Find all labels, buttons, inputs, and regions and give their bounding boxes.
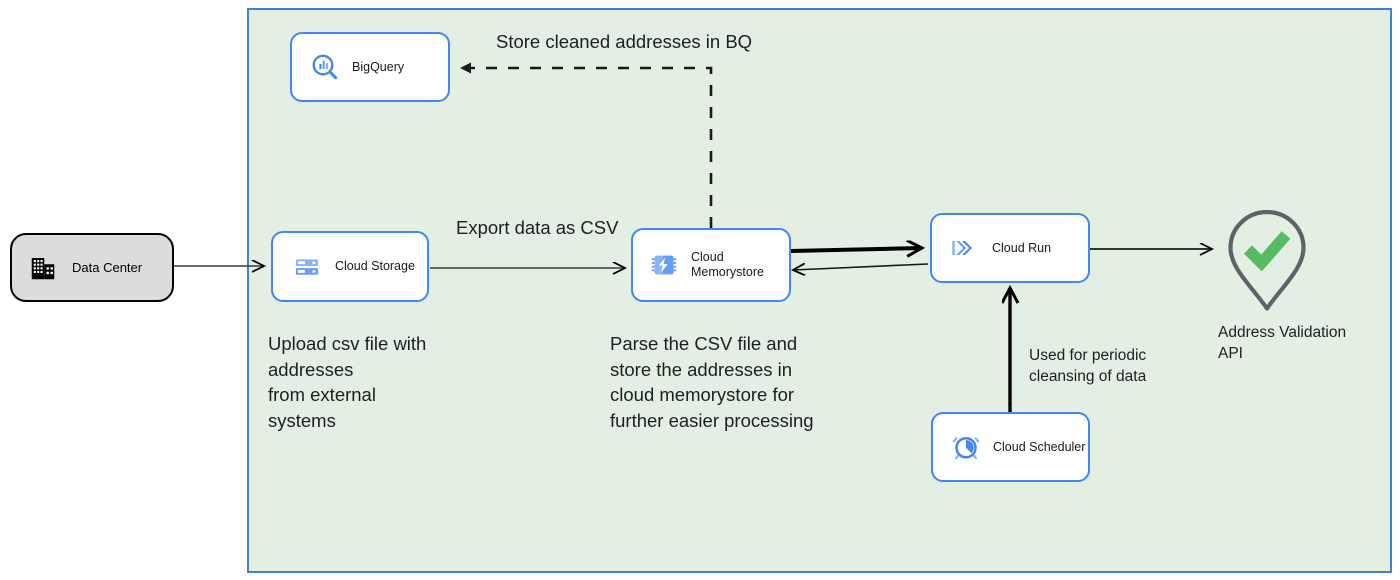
node-bigquery[interactable]: BigQuery (290, 32, 450, 102)
node-label-cloud-storage: Cloud Storage (335, 259, 415, 274)
node-cloud-storage[interactable]: Cloud Storage (271, 231, 429, 302)
edge-label-export-csv: Export data as CSV (456, 217, 619, 238)
edge-label-periodic-cleansing: Used for periodic cleansing of data (1029, 347, 1147, 386)
bigquery-icon (310, 52, 340, 82)
node-cloud-run[interactable]: Cloud Run (930, 213, 1090, 283)
map-pin-check-icon (1224, 207, 1310, 312)
node-address-validation-api[interactable]: Address Validation API (1218, 207, 1390, 364)
node-cloud-scheduler[interactable]: Cloud Scheduler (931, 412, 1090, 482)
node-label-cloud-scheduler: Cloud Scheduler (993, 439, 1086, 454)
note-upload-csv: Upload csv file with addresses from exte… (268, 333, 427, 432)
cloud-storage-icon (293, 253, 321, 281)
node-label-cloud-run: Cloud Run (992, 240, 1052, 255)
node-label-bigquery: BigQuery (352, 59, 405, 74)
note-parse-csv: Parse the CSV file and store the address… (610, 333, 814, 432)
node-cloud-memorystore[interactable]: Cloud Memorystore (631, 228, 791, 302)
node-label-cloud-memorystore: Cloud Memorystore (691, 250, 764, 279)
node-data-center[interactable]: Data Center (10, 233, 174, 302)
node-label-address-validation-api: Address Validation API (1218, 324, 1347, 363)
cloud-memorystore-icon (650, 251, 678, 279)
cloud-boundary-container (247, 8, 1392, 573)
node-label-data-center: Data Center (72, 259, 143, 275)
data-center-icon (28, 253, 58, 283)
cloud-run-icon (948, 233, 978, 263)
edge-label-store-in-bq: Store cleaned addresses in BQ (496, 31, 753, 52)
cloud-scheduler-icon (951, 432, 981, 462)
